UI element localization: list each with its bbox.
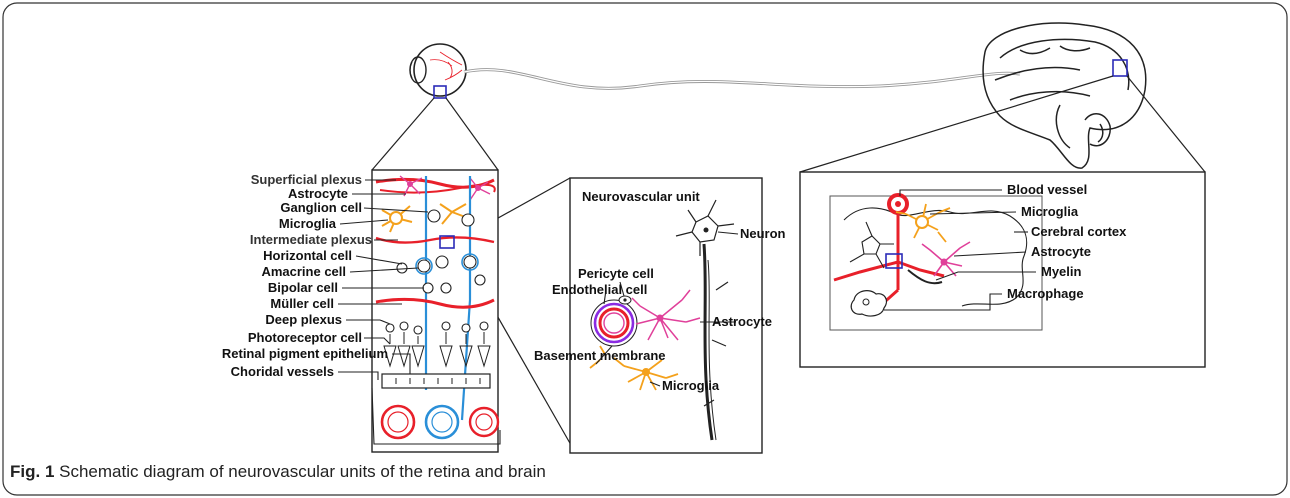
retina-label: Superficial plexus bbox=[251, 172, 362, 187]
figure-caption-text: Schematic diagram of neurovascular units… bbox=[59, 462, 546, 481]
nvu-title: Neurovascular unit bbox=[582, 189, 700, 204]
figure-caption-label: Fig. 1 bbox=[10, 462, 54, 481]
nvu-basement-label: Basement membrane bbox=[534, 348, 666, 363]
retina-label: Retinal pigment epithelium bbox=[222, 346, 388, 361]
retina-label: Deep plexus bbox=[265, 312, 342, 327]
nvu-endothelial-label: Endothelial cell bbox=[552, 282, 647, 297]
retina-label: Choridal vessels bbox=[231, 364, 334, 379]
brain-label: Myelin bbox=[1041, 264, 1082, 279]
brain-label: Cerebral cortex bbox=[1031, 224, 1127, 239]
optic-nerve bbox=[464, 70, 1020, 89]
retina-label: Bipolar cell bbox=[268, 280, 338, 295]
brain-label: Astrocyte bbox=[1031, 244, 1091, 259]
retina-label: Intermediate plexus bbox=[250, 232, 372, 247]
figure-caption: Fig. 1 Schematic diagram of neurovascula… bbox=[10, 462, 546, 482]
retina-panel bbox=[372, 170, 498, 452]
brain-label: Microglia bbox=[1021, 204, 1079, 219]
retina-labels: Superficial plexus Astrocyte Ganglion ce… bbox=[222, 172, 388, 379]
nvu-neuron-label: Neuron bbox=[740, 226, 786, 241]
retina-label: Ganglion cell bbox=[280, 200, 362, 215]
brain-zoom-box bbox=[1113, 60, 1127, 76]
retina-label: Horizontal cell bbox=[263, 248, 352, 263]
retina-label: Müller cell bbox=[270, 296, 334, 311]
eye-illustration bbox=[410, 44, 466, 96]
nvu-pericyte-label: Pericyte cell bbox=[578, 266, 654, 281]
retina-label: Photoreceptor cell bbox=[248, 330, 362, 345]
retina-label: Amacrine cell bbox=[261, 264, 346, 279]
brain-label: Blood vessel bbox=[1007, 182, 1087, 197]
retina-label: Astrocyte bbox=[288, 186, 348, 201]
nvu-astrocyte-label: Astrocyte bbox=[712, 314, 772, 329]
brain-illustration bbox=[983, 23, 1146, 168]
nvu-microglia-label: Microglia bbox=[662, 378, 720, 393]
brain-label: Macrophage bbox=[1007, 286, 1084, 301]
retina-label: Microglia bbox=[279, 216, 337, 231]
brain-panel bbox=[800, 172, 1205, 367]
